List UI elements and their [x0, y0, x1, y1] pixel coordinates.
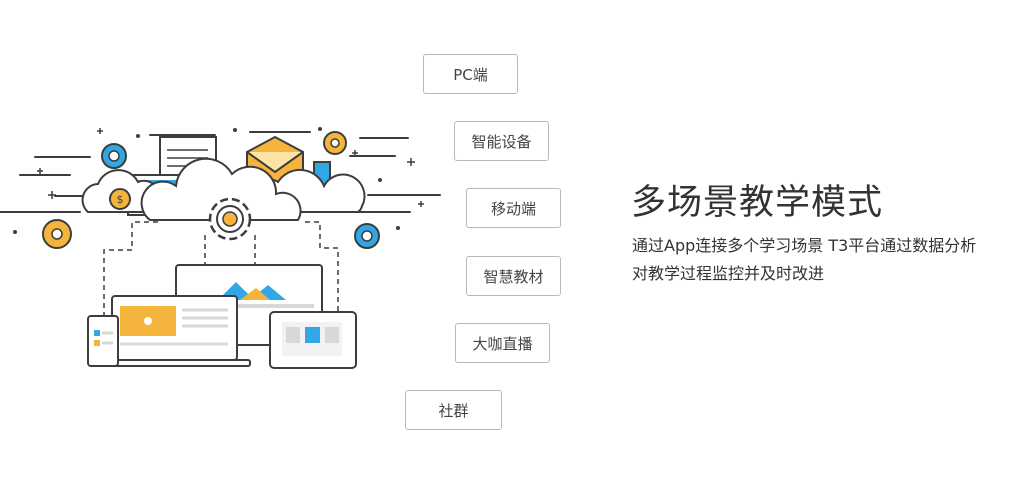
tag-community[interactable]: 社群	[405, 390, 502, 430]
tag-mobile[interactable]: 移动端	[466, 188, 561, 228]
tag-community-label: 社群	[438, 401, 469, 420]
tag-smart-device-label: 智能设备	[471, 132, 532, 151]
phone-icon	[87, 315, 119, 367]
svg-text:$: $	[117, 193, 124, 206]
description-line-2: 对教学过程监控并及时改进	[632, 264, 825, 283]
gear-icon	[323, 131, 347, 155]
gear-icon	[354, 223, 380, 249]
cloud-icon	[81, 157, 366, 221]
gear-icon	[42, 219, 72, 249]
tag-live-stream-label: 大咖直播	[472, 334, 533, 353]
tag-live-stream[interactable]: 大咖直播	[455, 323, 550, 363]
gear-icon	[101, 143, 127, 169]
tag-smart-device[interactable]: 智能设备	[454, 121, 549, 161]
tag-smart-textbook-label: 智慧教材	[483, 267, 544, 286]
tag-pc[interactable]: PC端	[423, 54, 518, 94]
section-description: 通过App连接多个学习场景 T3平台通过数据分析 对教学过程监控并及时改进	[632, 232, 1022, 288]
coin-icon: $	[109, 188, 131, 210]
description-line-1: 通过App连接多个学习场景 T3平台通过数据分析	[632, 236, 977, 255]
tag-pc-label: PC端	[453, 65, 488, 84]
tag-mobile-label: 移动端	[490, 199, 536, 218]
tag-smart-textbook[interactable]: 智慧教材	[466, 256, 561, 296]
tablet-icon	[269, 311, 357, 369]
section-title: 多场景教学模式	[631, 183, 884, 223]
laptop-icon	[99, 295, 251, 367]
gear-icon	[208, 197, 252, 241]
multi-device-cloud-illustration: $	[0, 127, 441, 369]
